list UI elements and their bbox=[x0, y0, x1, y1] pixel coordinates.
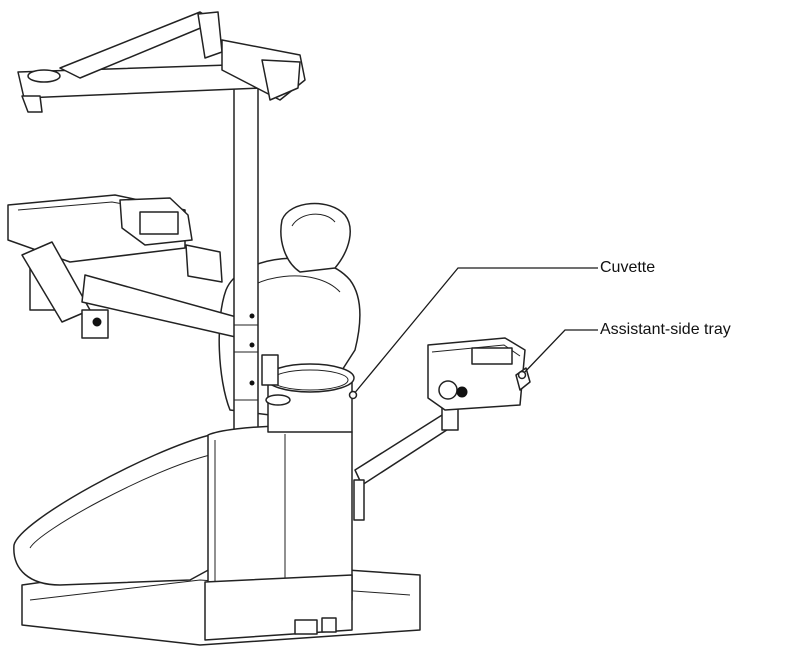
assistant-side-tray bbox=[427, 337, 531, 411]
assistant-tray-leader-dot bbox=[517, 370, 527, 380]
dentist-side-tray bbox=[7, 194, 241, 339]
water-unit bbox=[204, 354, 355, 641]
assistant-tray-leader bbox=[521, 329, 598, 376]
light-pole bbox=[17, 11, 306, 441]
assistant-side-tray-label: Assistant-side tray bbox=[600, 321, 731, 338]
cuvette-label: Cuvette bbox=[600, 259, 656, 276]
assistant-arm bbox=[353, 395, 459, 521]
cuvette-leader bbox=[352, 267, 598, 396]
leader-lines bbox=[348, 267, 598, 400]
cuvette-leader-dot bbox=[348, 390, 358, 400]
